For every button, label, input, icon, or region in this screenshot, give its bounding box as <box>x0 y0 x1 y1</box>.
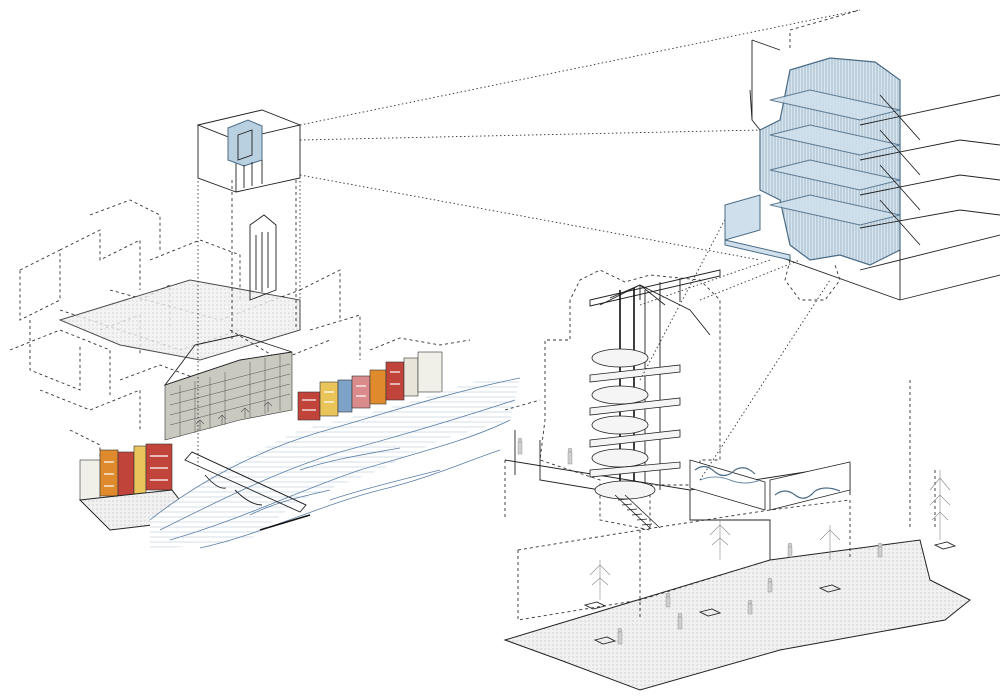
stair-icon <box>614 494 661 529</box>
spiral-ramp <box>589 348 681 500</box>
city-ground-plane <box>58 279 301 361</box>
mural-panels <box>689 459 851 511</box>
riverside-trees <box>195 401 273 430</box>
projection-lines-right <box>639 209 831 481</box>
floor-slabs <box>724 89 901 261</box>
plaza-ground <box>503 539 971 691</box>
riverside-houses-front <box>78 443 196 531</box>
river <box>149 377 521 550</box>
glass-core <box>759 57 901 266</box>
section-building <box>503 209 971 691</box>
city-context <box>9 9 861 550</box>
tree-pits <box>583 541 957 645</box>
projection-lines-left <box>197 9 861 470</box>
tower-outline <box>229 180 331 361</box>
riverside-houses-back <box>297 337 471 421</box>
vertical-core-detail <box>724 9 1000 301</box>
volume-dashed <box>504 380 936 621</box>
tower-detail-box <box>196 109 302 193</box>
fins <box>859 94 1000 300</box>
person-icon <box>517 437 883 645</box>
grey-facade-building <box>163 334 293 441</box>
bridge <box>184 451 311 531</box>
tree-icon <box>589 470 951 600</box>
